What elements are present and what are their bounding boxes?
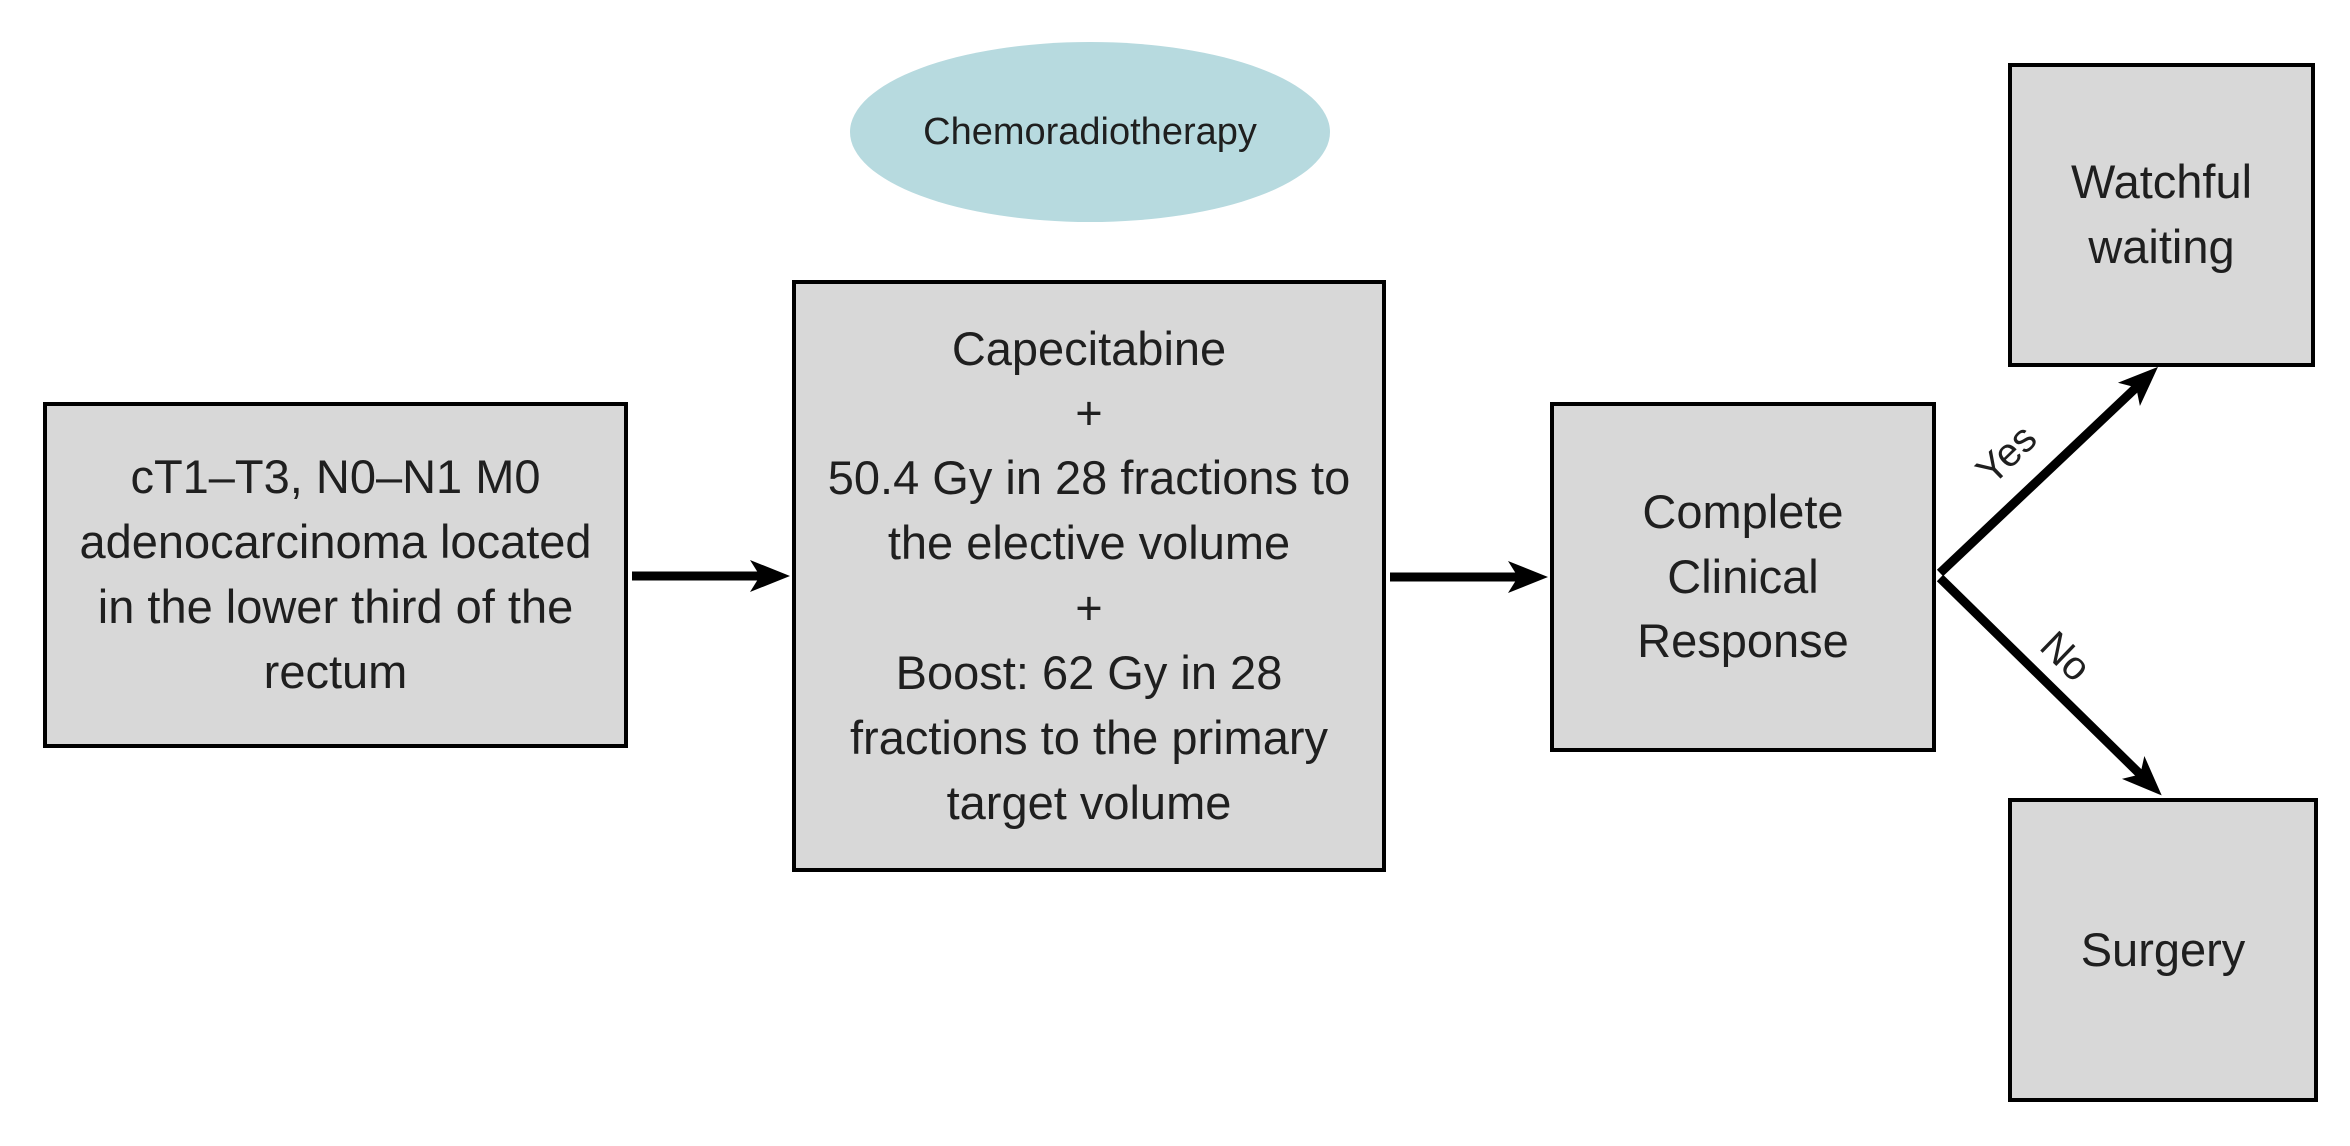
- node-treatment-label: Capecitabine + 50.4 Gy in 28 fractions t…: [827, 321, 1351, 829]
- node-watchful-waiting: Watchful waiting: [2008, 63, 2315, 367]
- node-diagnosis: cT1–T3, N0–N1 M0 adenocarcinoma located …: [43, 402, 628, 748]
- edge-label-no: No: [2031, 623, 2100, 691]
- arrow-response-to-surgery: [1936, 574, 2162, 796]
- node-complete-clinical-response: Complete Clinical Response: [1550, 402, 1936, 752]
- node-chemoradiotherapy-label: Chemoradiotherapy: [923, 110, 1257, 153]
- node-watchful-waiting-label: Watchful waiting: [2070, 155, 2253, 273]
- edge-label-yes: Yes: [1967, 416, 2046, 494]
- node-complete-clinical-response-label: Complete Clinical Response: [1637, 484, 1849, 668]
- node-treatment: Capecitabine + 50.4 Gy in 28 fractions t…: [792, 280, 1386, 872]
- node-diagnosis-label: cT1–T3, N0–N1 M0 adenocarcinoma located …: [79, 450, 592, 698]
- arrow-response-to-watchful-waiting: [1936, 366, 2158, 577]
- node-chemoradiotherapy: Chemoradiotherapy: [850, 42, 1330, 222]
- node-surgery: Surgery: [2008, 798, 2318, 1102]
- node-surgery-label: Surgery: [2080, 922, 2246, 976]
